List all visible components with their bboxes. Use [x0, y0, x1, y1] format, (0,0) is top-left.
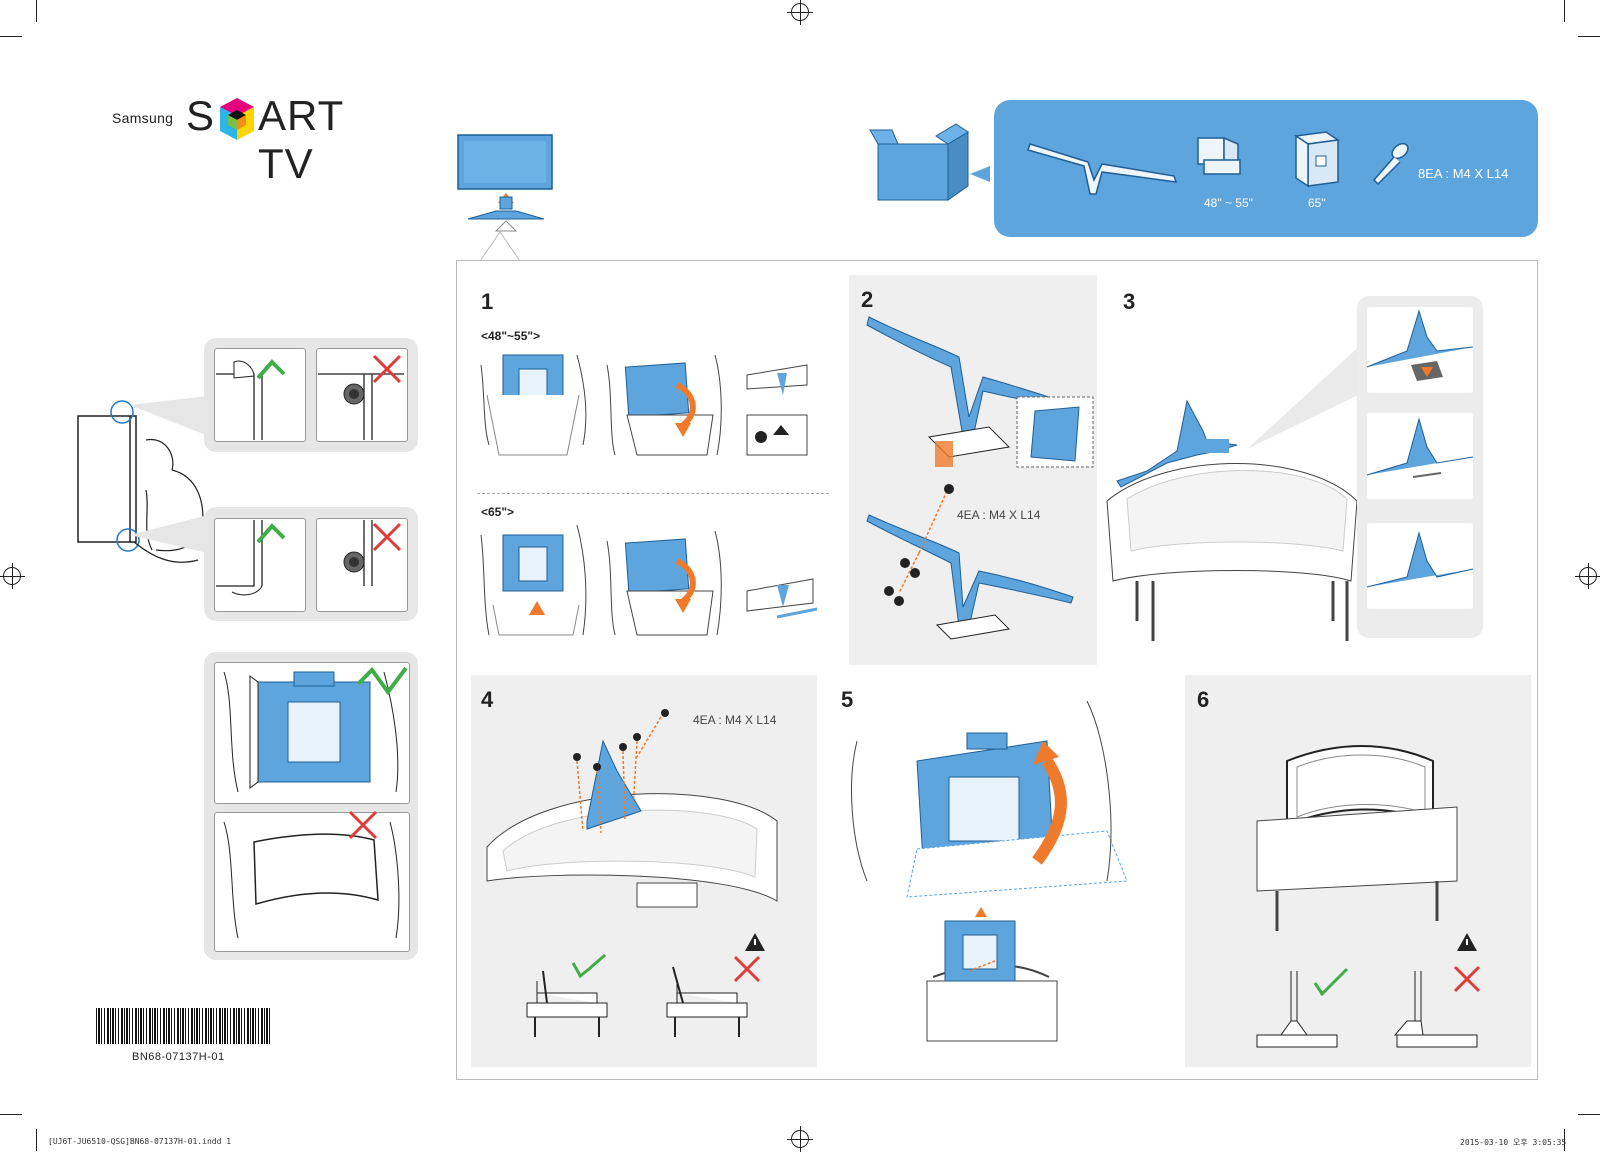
step-2-screw-label: 4EA : M4 X L14 — [957, 508, 1041, 522]
step-4-screw-label: 4EA : M4 X L14 — [693, 713, 777, 727]
crop-mark — [0, 36, 22, 37]
registration-mark — [0, 563, 25, 589]
person-holding-tv-illustration — [77, 400, 207, 563]
step-1-number: 1 — [481, 289, 494, 314]
smart-hub-cube-icon — [220, 98, 254, 140]
crop-mark — [36, 1129, 37, 1151]
step-3-illustrations — [1106, 399, 1358, 641]
crop-mark — [36, 0, 37, 22]
registration-mark — [787, 1126, 813, 1152]
screw-label: 8EA : M4 X L14 — [1418, 166, 1509, 181]
step-4-illustrations — [486, 709, 778, 1037]
bracket-small-part-icon — [1197, 136, 1241, 175]
footer-file-slug: [UJ6T-JU6510-QSG]BN68-07137H-01.indd 1 — [48, 1137, 232, 1146]
step-3-detail-drawings — [1366, 309, 1474, 588]
step-1-size-a: <48"~55"> — [481, 329, 541, 343]
step-3-number: 3 — [1123, 289, 1136, 314]
crop-mark — [0, 1114, 22, 1115]
frame-pointer — [479, 231, 521, 262]
size-a-label: 48" ~ 55" — [1204, 196, 1253, 210]
assembly-steps-frame: 1 <48"~55"> <65"> 2 — [456, 260, 1538, 1080]
step-2-number: 2 — [861, 287, 874, 312]
step-3-callout-wedge — [1247, 321, 1387, 449]
step-1-illustrations — [480, 354, 818, 636]
brand-smart-s: S — [186, 92, 216, 139]
stand-base-part-icon — [1027, 143, 1178, 195]
grip-correct-top-tile — [214, 348, 306, 442]
crop-mark — [1564, 1129, 1565, 1151]
screw-icon — [1372, 142, 1409, 186]
grip-tiles-drawings — [216, 354, 404, 596]
size-b-label: 65" — [1308, 196, 1326, 210]
step-5-illustrations — [851, 700, 1128, 1042]
bracket-large-part-icon — [1293, 131, 1341, 188]
step-1-size-b: <65"> — [481, 505, 515, 519]
zoom-callout-lines — [130, 395, 216, 555]
grip-correct-bottom-tile — [214, 518, 306, 612]
packaging-box-icon — [869, 123, 990, 201]
step-6-illustrations — [1256, 745, 1481, 1048]
registration-mark — [1575, 563, 1600, 589]
crop-mark — [1578, 1114, 1600, 1115]
tv-stand-overview-icon — [457, 134, 553, 232]
barcode-text: BN68-07137H-01 — [132, 1051, 225, 1063]
crop-mark — [1564, 0, 1565, 22]
step-4-number: 4 — [481, 687, 494, 712]
step-5-number: 5 — [841, 687, 854, 712]
step-1-divider — [477, 493, 829, 494]
included-parts-panel: 48" ~ 55" 65" 8EA : M4 X L14 — [994, 100, 1538, 237]
step-6-number: 6 — [1197, 687, 1210, 712]
carry-drawings — [223, 666, 408, 939]
step-2-illustrations — [866, 316, 1094, 640]
brand-samsung: Samsung — [112, 110, 174, 126]
registration-mark — [787, 0, 813, 25]
barcode — [96, 1008, 270, 1044]
brand-smart-rest: ART TV — [258, 92, 344, 187]
footer-date-slug: 2015-03-10 오후 3:05:35 — [1460, 1138, 1567, 1147]
crop-mark — [1578, 36, 1600, 37]
